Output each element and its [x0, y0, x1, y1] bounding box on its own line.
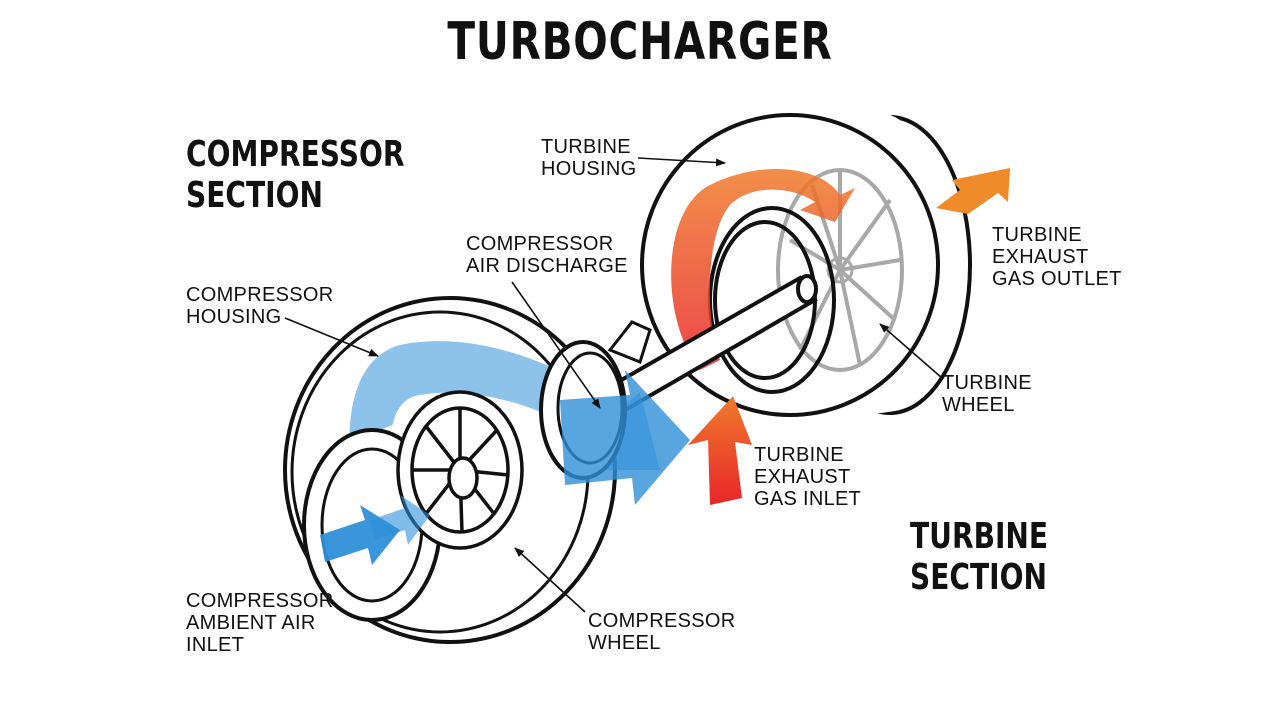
compressor-section-line-1: COMPRESSOR	[186, 134, 405, 175]
exhaust-inlet-arrow	[688, 396, 752, 505]
label-line: TURBINE	[541, 136, 631, 158]
turbine-wheel-graphic	[776, 168, 904, 372]
label-turbine-wheel: TURBINE WHEEL	[942, 372, 1032, 416]
label-turbine-exhaust-gas-outlet: TURBINE EXHAUST GAS OUTLET	[992, 224, 1122, 290]
label-line: COMPRESSOR	[588, 610, 736, 632]
compressor-section-line-2: SECTION	[186, 175, 323, 216]
label-compressor-ambient-air-inlet: COMPRESSOR AMBIENT AIR INLET	[186, 590, 333, 656]
exhaust-outlet-arrow	[936, 168, 1010, 214]
compressor-wheel-graphic	[396, 390, 524, 550]
label-line: GAS OUTLET	[992, 268, 1122, 290]
turbine-volute-flow	[671, 168, 855, 370]
label-line: EXHAUST	[992, 246, 1089, 268]
ambient-air-inlet-arrows	[320, 495, 430, 565]
label-compressor-housing: COMPRESSOR HOUSING	[186, 284, 333, 328]
turbine-section-heading: TURBINE SECTION	[910, 516, 1048, 598]
label-turbine-housing: TURBINE HOUSING	[541, 136, 636, 180]
label-line: GAS INLET	[754, 488, 862, 510]
compressor-section-heading: COMPRESSOR SECTION	[186, 134, 404, 216]
label-compressor-air-discharge: COMPRESSOR AIR DISCHARGE	[466, 233, 628, 277]
label-line: TURBINE	[992, 224, 1082, 246]
turbine-section-line-1: TURBINE	[910, 516, 1049, 557]
leader-lines	[284, 157, 943, 613]
label-line: WHEEL	[942, 394, 1015, 416]
label-line: WHEEL	[588, 632, 661, 654]
label-line: COMPRESSOR	[466, 233, 614, 255]
label-line: TURBINE	[942, 372, 1032, 394]
diagram-title: TURBOCHARGER	[447, 12, 833, 72]
label-compressor-wheel: COMPRESSOR WHEEL	[588, 610, 735, 654]
label-line: COMPRESSOR	[186, 590, 334, 612]
label-line: TURBINE	[754, 444, 844, 466]
turbine-section-line-2: SECTION	[910, 557, 1047, 598]
label-line: HOUSING	[541, 158, 637, 180]
label-line: AMBIENT AIR	[186, 612, 316, 634]
label-line: EXHAUST	[754, 466, 851, 488]
label-line: HOUSING	[186, 306, 282, 328]
label-line: COMPRESSOR	[186, 284, 334, 306]
center-housing-flange	[607, 320, 652, 364]
label-line: AIR DISCHARGE	[466, 255, 628, 277]
label-turbine-exhaust-gas-inlet: TURBINE EXHAUST GAS INLET	[754, 444, 861, 510]
label-line: INLET	[186, 634, 245, 656]
